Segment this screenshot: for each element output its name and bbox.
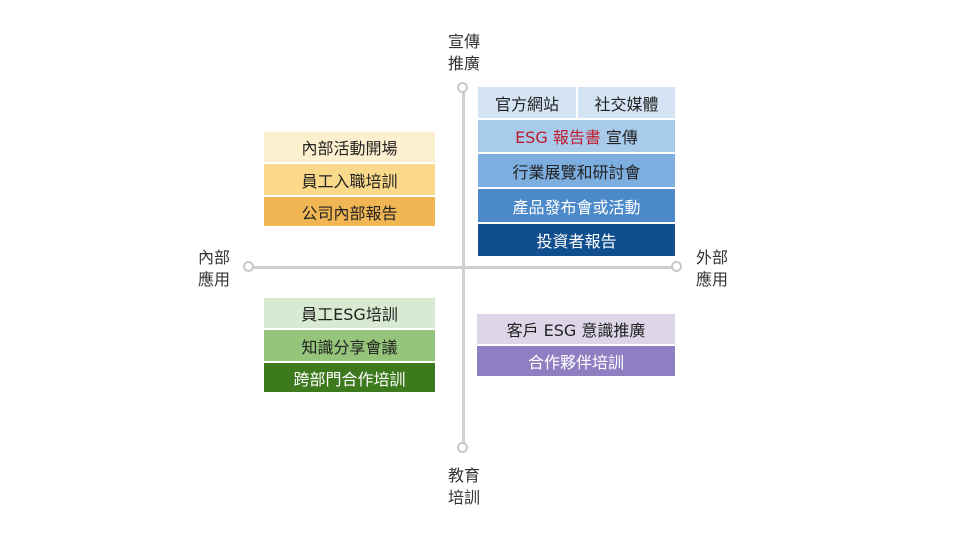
- item-official-website: 官方網站: [478, 87, 576, 118]
- axis-right-endpoint: [671, 261, 682, 272]
- item-product-launch: 產品發布會或活動: [478, 189, 675, 222]
- item-trade-show-seminar: 行業展覽和研討會: [478, 154, 675, 187]
- item-internal-event-opening: 內部活動開場: [264, 132, 435, 162]
- axis-bottom-endpoint: [457, 442, 468, 453]
- horizontal-axis: [248, 266, 677, 269]
- item-internal-report: 公司內部報告: [264, 197, 435, 226]
- item-investor-report: 投資者報告: [478, 224, 675, 256]
- esg-report-rest: 宣傳: [600, 128, 638, 147]
- item-employee-esg-training: 員工ESG培訓: [264, 298, 435, 328]
- axis-label-top: 宣傳 推廣: [447, 32, 480, 73]
- item-onboarding-training: 員工入職培訓: [264, 164, 435, 195]
- item-cross-department-training: 跨部門合作培訓: [264, 363, 435, 392]
- axis-left-endpoint: [243, 261, 254, 272]
- item-esg-report-promotion: ESG 報告書 宣傳: [478, 120, 675, 152]
- item-customer-esg-awareness: 客戶 ESG 意識推廣: [477, 314, 675, 344]
- item-partner-training: 合作夥伴培訓: [477, 346, 675, 376]
- esg-report-highlight: ESG 報告書: [515, 128, 601, 147]
- axis-top-endpoint: [457, 82, 468, 93]
- item-social-media: 社交媒體: [578, 87, 675, 118]
- axis-label-bottom: 教育 培訓: [447, 466, 480, 507]
- axis-label-right: 外部 應用: [695, 248, 728, 289]
- axis-label-left: 內部 應用: [197, 248, 230, 289]
- item-knowledge-sharing: 知識分享會議: [264, 330, 435, 361]
